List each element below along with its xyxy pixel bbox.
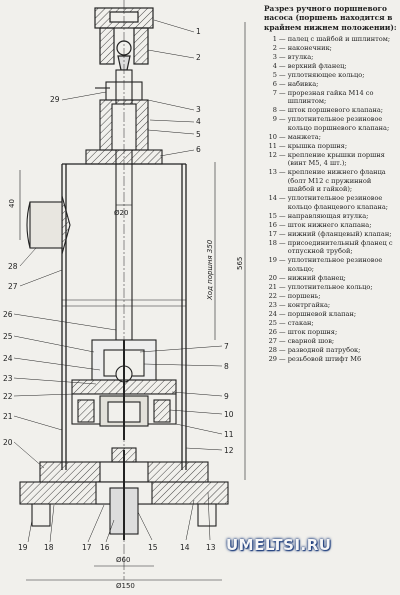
legend-item: 23— контргайка; — [268, 300, 331, 309]
legend-item: 3— втулка; — [272, 52, 314, 61]
dimension-565: 565 — [236, 257, 244, 270]
callout-16: 16 — [100, 543, 110, 552]
dimension-d150: Ø150 — [116, 582, 135, 590]
legend-item: 22— поршень; — [268, 291, 321, 300]
callout-23: 23 — [3, 374, 13, 383]
callout-8: 8 — [224, 362, 229, 371]
callout-18: 18 — [44, 543, 54, 552]
dimension-lines — [19, 22, 246, 581]
callout-3: 3 — [196, 105, 201, 114]
legend-item: 13— крепление нижнего фланца (болт М12 с… — [268, 168, 386, 194]
legend-item: 25— стакан; — [268, 319, 314, 327]
callouts-left — [13, 91, 117, 543]
site-watermark[interactable]: UMELTSI.RU — [226, 536, 332, 554]
legend-item: 9— уплотнительное резиновое кольцо поршн… — [272, 115, 390, 132]
legend-item: 24— поршневой клапан; — [268, 309, 357, 318]
legend-item: 20— нижний фланец; — [268, 273, 346, 282]
legend-item: 11— крышка поршня; — [268, 141, 348, 150]
callout-14: 14 — [180, 543, 190, 552]
callout-2: 2 — [196, 53, 201, 62]
legend-item: 18— присоединительный фланец с отпускной… — [268, 238, 393, 256]
legend-item: 14— уплотнительное резиновое кольцо флан… — [268, 194, 389, 211]
legend-item: 2— наконечник; — [272, 43, 332, 52]
branch-pipe — [26, 195, 71, 255]
callouts-right — [137, 19, 223, 541]
callout-10: 10 — [224, 410, 234, 419]
dimension-d20: Ø20 — [114, 209, 128, 217]
legend-item: 7— прорезная гайка М14 со шплинтом; — [272, 88, 374, 106]
legend-item: 26— шток поршня; — [268, 328, 338, 337]
figure-caption: Разрез ручного поршневого насоса (поршен… — [264, 4, 397, 32]
callout-13: 13 — [206, 543, 216, 552]
legend-item: 15— направляющая втулка; — [268, 211, 369, 220]
callout-11: 11 — [224, 430, 234, 439]
legend-item: 10— манжета; — [268, 132, 321, 141]
callout-20: 20 — [3, 438, 13, 447]
legend-item: 19— уплотнительное резиновое кольцо; — [268, 256, 383, 273]
callout-29: 29 — [50, 95, 60, 104]
callout-5: 5 — [196, 130, 201, 139]
legend-item: 1— палец с шайбой и шплинтом; — [272, 34, 391, 43]
callout-21: 21 — [3, 412, 13, 421]
legend-panel: Разрез ручного поршневого насоса (поршен… — [264, 4, 398, 364]
piston-assembly — [71, 339, 177, 440]
callout-15: 15 — [148, 543, 158, 552]
callout-19: 19 — [18, 543, 28, 552]
callout-24: 24 — [3, 354, 13, 363]
callout-25: 25 — [3, 332, 13, 341]
callout-17: 17 — [82, 543, 92, 552]
callout-6: 6 — [196, 145, 201, 154]
callout-9: 9 — [224, 392, 229, 401]
dimension-stroke: Ход поршня 350 — [206, 239, 214, 301]
pump-cross-section-drawing: 40 Ø20 Ход поршня 350 565 Ø60 Ø150 29 28… — [3, 0, 246, 590]
callout-4: 4 — [196, 117, 201, 126]
dimension-d60: Ø60 — [116, 556, 130, 564]
callout-28: 28 — [8, 262, 18, 271]
callout-22: 22 — [3, 392, 13, 401]
legend-item: 17— нижний (фланцевый) клапан; — [268, 229, 392, 238]
legend-item: 27— сварной шов; — [268, 337, 335, 346]
callout-1: 1 — [196, 27, 201, 36]
dimension-40: 40 — [8, 199, 16, 208]
legend-item: 4— верхний фланец; — [272, 61, 347, 70]
callout-26: 26 — [3, 310, 13, 319]
legend-item: 21— уплотнительное кольцо; — [268, 282, 373, 291]
legend-item: 5— уплотняющее кольцо; — [272, 70, 365, 79]
legend-item: 6— набивка; — [272, 79, 319, 88]
callout-27: 27 — [8, 282, 18, 291]
legend-item: 12— крепление крышки поршня (винт М5, 4 … — [268, 150, 385, 168]
legend-item: 28— разводной патрубок; — [268, 346, 361, 355]
parts-list: 1— палец с шайбой и шплинтом; 2— наконеч… — [264, 35, 398, 364]
legend-item: 29— резьбовой штифт М6 — [268, 355, 362, 364]
callout-12: 12 — [224, 446, 234, 455]
legend-item: 16— шток нижнего клапана; — [268, 220, 372, 229]
legend-item: 8— шток поршневого клапана; — [272, 106, 383, 115]
callout-7: 7 — [224, 342, 229, 351]
